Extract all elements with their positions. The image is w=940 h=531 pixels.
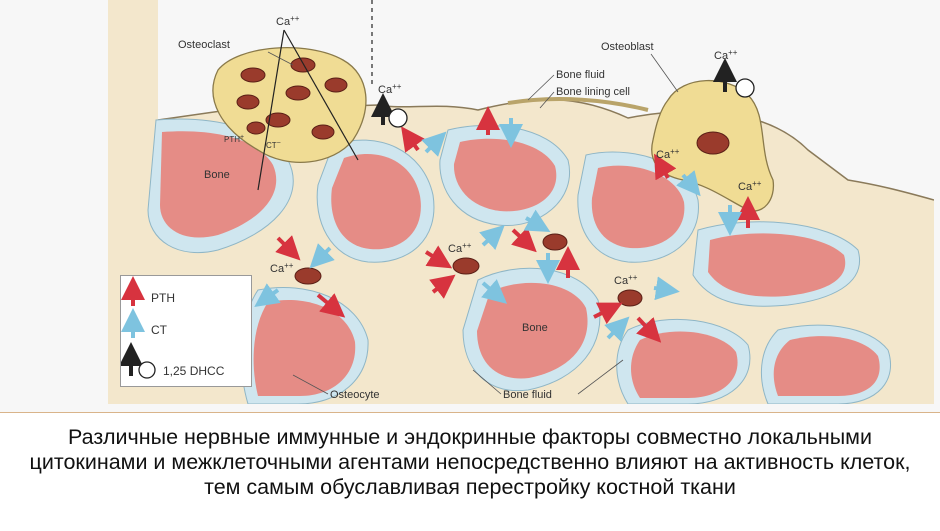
label-osteoclast: Osteoclast — [178, 39, 230, 51]
osteocytes — [294, 233, 643, 307]
ct-arrows — [254, 118, 742, 342]
ca-label-2: Ca++ — [378, 82, 402, 96]
ca-label-4: Ca++ — [656, 147, 680, 161]
label-bone-left: Bone — [204, 169, 230, 181]
dhcc-arrows — [371, 58, 737, 125]
ca-label-5: Ca++ — [738, 179, 762, 193]
ca-label-3: Ca++ — [714, 48, 738, 62]
pth-plus-text: PTH — [224, 135, 240, 144]
label-osteoblast: Osteoblast — [601, 41, 654, 53]
legend-dhcc-circle-icon — [138, 361, 156, 379]
legend: PTH CT 1,25 DHCC — [119, 275, 252, 387]
ca-label-1: Ca++ — [276, 14, 300, 28]
label-osteocyte: Osteocyte — [330, 389, 380, 401]
bone-remodeling-diagram: Osteoclast Osteoblast Bone fluid Bone li… — [108, 0, 934, 404]
osteoclast-cell — [212, 29, 367, 191]
pth-plus-sign: + — [240, 134, 244, 141]
legend-pth-label: PTH — [151, 291, 175, 305]
label-bone-center: Bone — [522, 322, 548, 334]
caption-text: Различные нервные иммунные и эндокринные… — [29, 425, 911, 499]
label-bone-fluid-bottom: Bone fluid — [503, 389, 552, 401]
calcium-labels: Ca++ Ca++ Ca++ Ca++ Ca++ Ca++ Ca++ Ca++ — [270, 14, 762, 287]
legend-dhcc-label: 1,25 DHCC — [163, 364, 225, 378]
caption: Различные нервные иммунные и эндокринные… — [0, 412, 940, 531]
ct-minus-text: CT — [266, 141, 277, 150]
label-pth-plus: PTH+ — [224, 134, 244, 144]
bone-islands — [147, 118, 892, 404]
ca-label-8: Ca++ — [614, 273, 638, 287]
label-ct-minus: CT− — [266, 140, 281, 150]
label-bone-fluid-top: Bone fluid — [556, 69, 605, 81]
label-bone-lining-cell: Bone lining cell — [556, 86, 630, 98]
legend-ct-label: CT — [151, 323, 168, 337]
ct-minus-sign: − — [277, 140, 281, 147]
ca-label-7: Ca++ — [270, 261, 294, 275]
pth-arrows — [275, 106, 760, 343]
ca-label-6: Ca++ — [448, 241, 472, 255]
